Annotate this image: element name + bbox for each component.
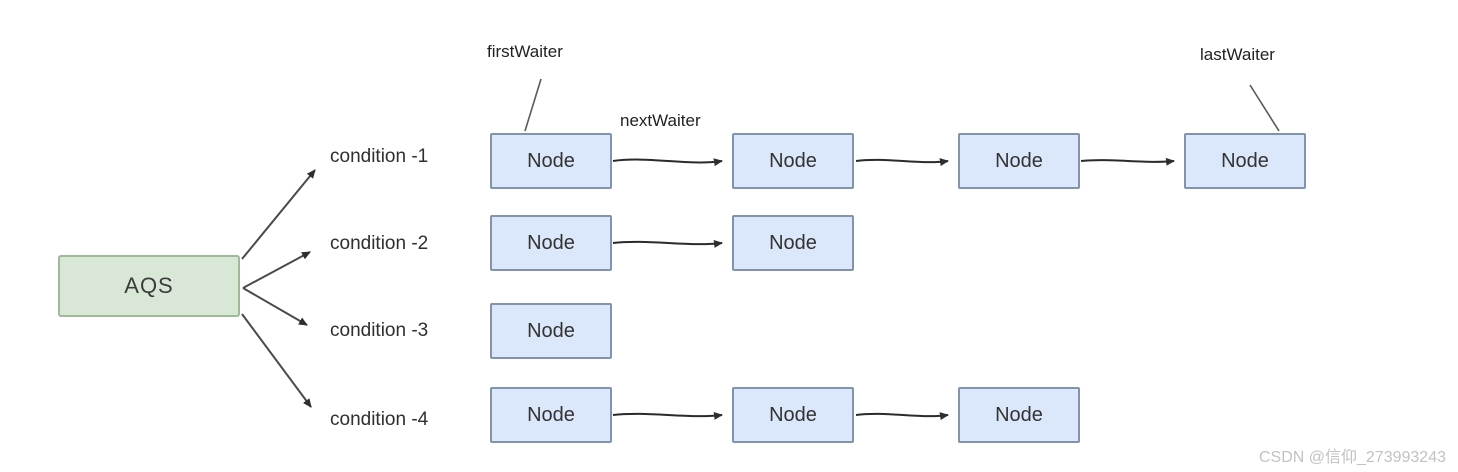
arrow-aqs-to-condition-2 bbox=[242, 251, 311, 289]
condition-label-1: condition -1 bbox=[330, 146, 429, 167]
last-waiter-leader-line bbox=[1249, 84, 1280, 132]
arrow-row4-node1-node2 bbox=[612, 411, 723, 420]
node-box-row1-4: Node bbox=[1184, 133, 1306, 189]
arrow-row4-node2-node3 bbox=[855, 412, 949, 421]
node-box-row1-2: Node bbox=[732, 133, 854, 189]
condition-label-4: condition -4 bbox=[330, 409, 429, 430]
node-box-row4-2: Node bbox=[732, 387, 854, 443]
condition-label-2: condition -2 bbox=[330, 233, 429, 254]
arrow-aqs-to-condition-3 bbox=[242, 287, 308, 326]
arrow-row1-node2-node3 bbox=[855, 158, 949, 167]
watermark: CSDN @信仰_273993243 bbox=[1258, 449, 1446, 466]
node-box-row3-1: Node bbox=[490, 303, 612, 359]
node-box-row4-3: Node bbox=[958, 387, 1080, 443]
node-box-row1-3: Node bbox=[958, 133, 1080, 189]
node-box-row2-2: Node bbox=[732, 215, 854, 271]
arrow-row1-node3-node4 bbox=[1080, 157, 1175, 166]
first-waiter-leader-line bbox=[524, 78, 542, 132]
arrow-aqs-to-condition-4 bbox=[241, 313, 312, 408]
node-box-row4-1: Node bbox=[490, 387, 612, 443]
next-waiter-label: nextWaiter bbox=[620, 111, 701, 130]
arrow-row1-node1-node2 bbox=[612, 158, 723, 167]
last-waiter-label: lastWaiter bbox=[1200, 45, 1275, 64]
first-waiter-label: firstWaiter bbox=[487, 42, 563, 61]
aqs-box: AQS bbox=[58, 255, 240, 317]
node-box-row1-1: Node bbox=[490, 133, 612, 189]
condition-label-3: condition -3 bbox=[330, 320, 429, 341]
node-box-row2-1: Node bbox=[490, 215, 612, 271]
aqs-label: AQS bbox=[124, 273, 174, 298]
arrow-row2-node1-node2 bbox=[612, 239, 723, 248]
arrow-aqs-to-condition-1 bbox=[241, 169, 316, 260]
